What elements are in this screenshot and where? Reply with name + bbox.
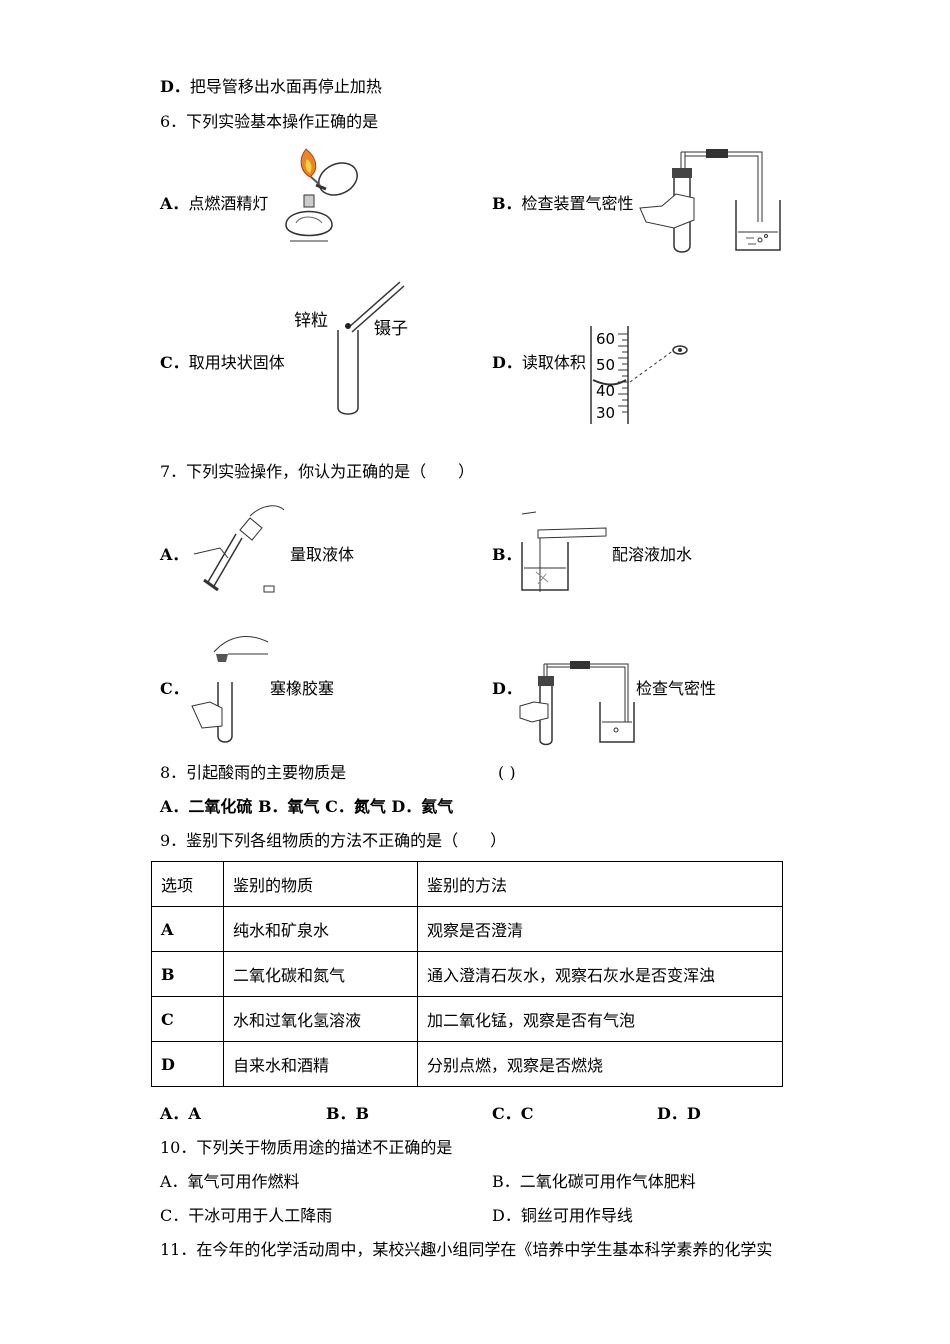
q10-option-c: C．干冰可用于人工降雨 bbox=[160, 1206, 333, 1225]
q9-answer-d: D．D bbox=[657, 1104, 701, 1123]
insert-stopper-figure bbox=[191, 636, 269, 743]
q9-table: 选项 鉴别的物质 鉴别的方法 A 纯水和矿泉水 观察是否澄清 B 二氧化碳和氮气… bbox=[151, 861, 783, 1087]
table-row: B 二氧化碳和氮气 通入澄清石灰水，观察石灰水是否变浑浊 bbox=[151, 951, 783, 997]
header-cell: 鉴别的方法 bbox=[417, 861, 783, 907]
add-water-figure bbox=[521, 511, 607, 592]
q10-stem: 10．下列关于物质用途的描述不正确的是 bbox=[160, 1138, 453, 1157]
option-text: 读取体积 bbox=[521, 353, 586, 372]
table-row: A 纯水和矿泉水 观察是否澄清 bbox=[151, 906, 783, 952]
q7-option-a-text: 量取液体 bbox=[290, 545, 355, 564]
solid-taking-figure: 锌粒 镊子 bbox=[294, 281, 408, 415]
table-cell: C bbox=[151, 996, 224, 1042]
q5-option-d: D．把导管移出水面再停止加热 bbox=[160, 77, 382, 97]
q7-option-c-text: 塞橡胶塞 bbox=[270, 679, 335, 698]
option-label: D． bbox=[160, 77, 190, 96]
table-cell: 加二氧化锰，观察是否有气泡 bbox=[417, 996, 783, 1042]
option-text: 取用块状固体 bbox=[188, 353, 285, 372]
table-header-row: 选项 鉴别的物质 鉴别的方法 bbox=[151, 861, 783, 907]
table-cell: B bbox=[151, 951, 224, 997]
q8-stem: 8．引起酸雨的主要物质是 bbox=[160, 763, 347, 782]
table-cell: 纯水和矿泉水 bbox=[223, 906, 418, 952]
q9-answer-b: B．B bbox=[326, 1104, 370, 1123]
table-cell: 自来水和酒精 bbox=[223, 1041, 418, 1087]
option-text: 检查装置气密性 bbox=[521, 194, 634, 213]
option-label: A． bbox=[160, 545, 189, 564]
table-cell: 通入澄清石灰水，观察石灰水是否变浑浊 bbox=[417, 951, 783, 997]
q6-option-b: B．检查装置气密性 bbox=[492, 194, 634, 214]
q7-option-d-text: 检查气密性 bbox=[636, 679, 717, 698]
measure-liquid-figure bbox=[193, 505, 285, 593]
tweezers-label: 镊子 bbox=[374, 319, 408, 339]
option-text: 点燃酒精灯 bbox=[188, 194, 269, 213]
q6-option-a: A．点燃酒精灯 bbox=[160, 194, 268, 214]
option-label: A． bbox=[160, 194, 189, 213]
scale-label-60: 60 bbox=[596, 330, 615, 348]
q10-option-d: D．铜丝可用作导线 bbox=[492, 1206, 633, 1225]
read-volume-figure: 60 50 40 30 bbox=[590, 326, 688, 424]
option-label: B． bbox=[492, 545, 522, 564]
airtightness-check-figure-2 bbox=[519, 661, 635, 746]
q9-answer-a: A．A bbox=[160, 1104, 201, 1123]
table-cell: 观察是否澄清 bbox=[417, 906, 783, 952]
option-label: B． bbox=[492, 194, 522, 213]
q7-option-b-label: B． bbox=[492, 545, 522, 565]
option-label: D． bbox=[492, 679, 522, 698]
q8-options: A．二氧化硫 B．氧气 C．氮气 D．氦气 bbox=[160, 797, 454, 816]
q11-stem: 11．在今年的化学活动周中，某校兴趣小组同学在《培养中学生基本科学素养的化学实 bbox=[160, 1240, 773, 1259]
option-text: 把导管移出水面再停止加热 bbox=[189, 77, 382, 96]
q6-option-c: C．取用块状固体 bbox=[160, 353, 285, 373]
q9-answer-c: C．C bbox=[492, 1104, 534, 1123]
q9-stem: 9．鉴别下列各组物质的方法不正确的是（ ） bbox=[160, 831, 507, 850]
table-row: D 自来水和酒精 分别点燃，观察是否燃烧 bbox=[151, 1041, 783, 1087]
q10-option-b: B．二氧化碳可用作气体肥料 bbox=[492, 1172, 696, 1191]
table-row: C 水和过氧化氢溶液 加二氧化锰，观察是否有气泡 bbox=[151, 996, 783, 1042]
q6-stem: 6．下列实验基本操作正确的是 bbox=[160, 112, 379, 131]
q7-option-a-label: A． bbox=[160, 545, 188, 565]
airtightness-check-figure bbox=[639, 149, 781, 253]
table-cell: 分别点燃，观察是否燃烧 bbox=[417, 1041, 783, 1087]
q10-option-a: A．氧气可用作燃料 bbox=[160, 1172, 300, 1191]
option-label: C． bbox=[160, 353, 189, 372]
alcohol-lamp-lighting-figure bbox=[285, 148, 358, 242]
q7-option-c-label: C． bbox=[160, 679, 189, 699]
q7-option-b-text: 配溶液加水 bbox=[612, 545, 693, 564]
table-cell: D bbox=[151, 1041, 224, 1087]
option-label: D． bbox=[492, 353, 522, 372]
option-label: C． bbox=[160, 679, 189, 698]
scale-label-30: 30 bbox=[596, 404, 615, 422]
q7-option-d-label: D． bbox=[492, 679, 522, 699]
table-cell: 水和过氧化氢溶液 bbox=[223, 996, 418, 1042]
zinc-label: 锌粒 bbox=[294, 311, 328, 331]
header-cell: 选项 bbox=[151, 861, 224, 907]
q7-stem: 7．下列实验操作，你认为正确的是（ ） bbox=[160, 462, 475, 481]
header-cell: 鉴别的物质 bbox=[223, 861, 418, 907]
scale-label-50: 50 bbox=[596, 356, 615, 374]
scale-label-40: 40 bbox=[596, 382, 615, 400]
q8-answer-blank: ( ) bbox=[498, 763, 516, 782]
q6-option-d: D．读取体积 bbox=[492, 353, 586, 373]
table-cell: A bbox=[151, 906, 224, 952]
table-cell: 二氧化碳和氮气 bbox=[223, 951, 418, 997]
